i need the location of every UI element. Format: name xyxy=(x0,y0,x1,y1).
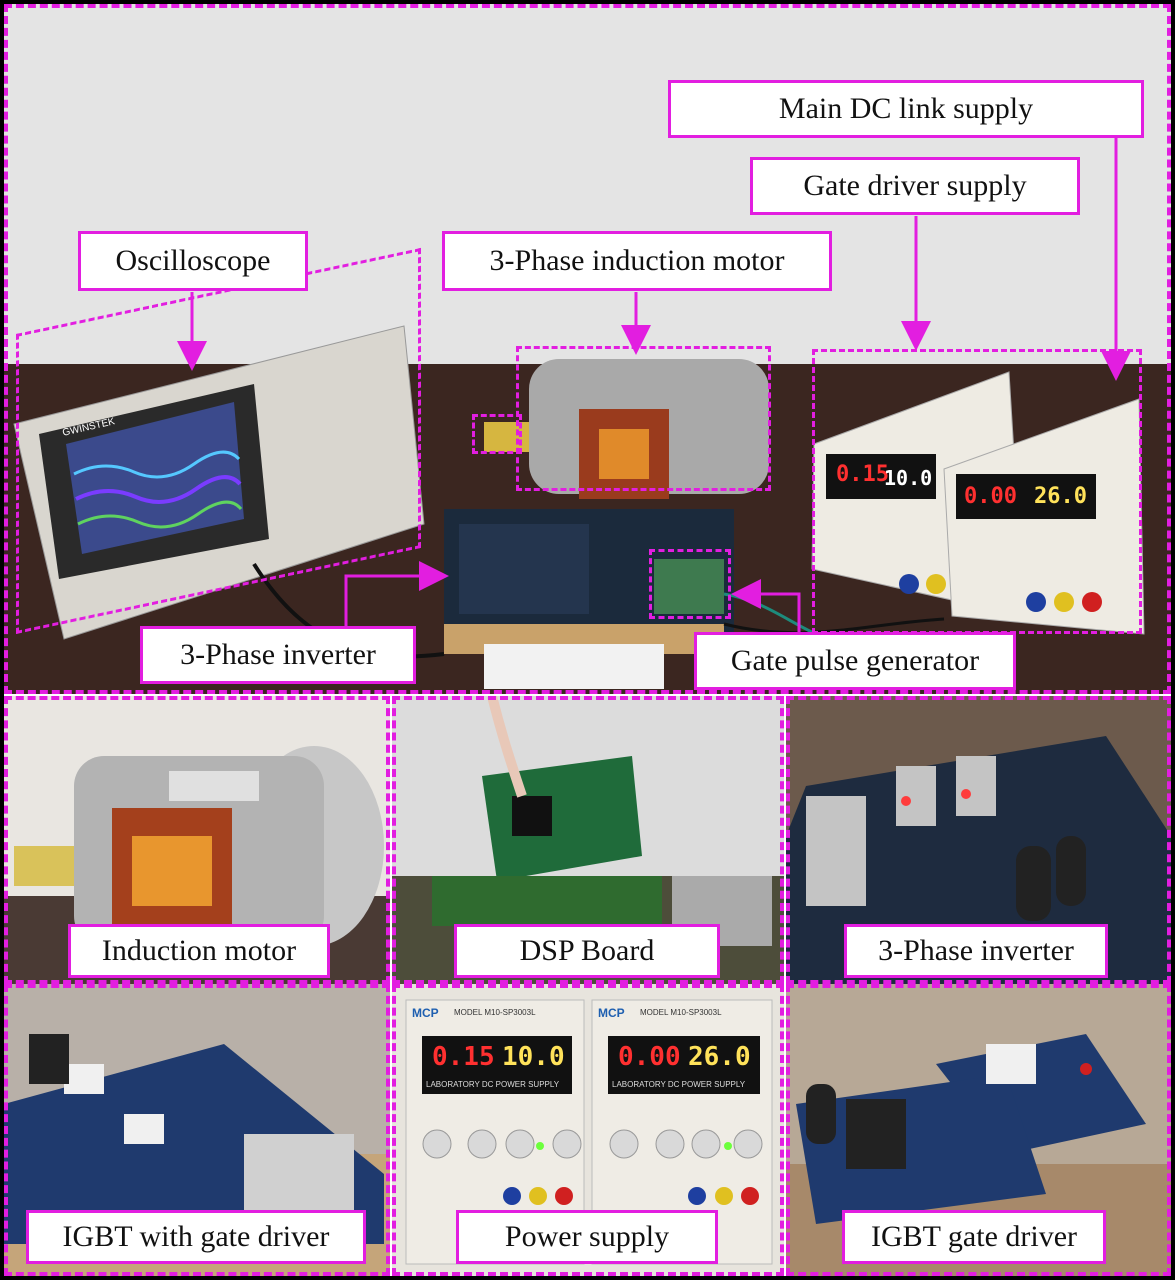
gate-supply-current-readout: 0.15 xyxy=(836,462,889,487)
caption-dsp-board: DSP Board xyxy=(454,924,720,978)
panel-igbt-with-gate-driver: IGBT with gate driver xyxy=(4,984,390,1276)
caption-induction-motor: Induction motor xyxy=(68,924,330,978)
ps-left-voltage: 10.0 xyxy=(502,1042,565,1072)
caption-igbt-gate-driver: IGBT gate driver xyxy=(842,1210,1106,1264)
gate-pulse-highlight xyxy=(649,549,731,619)
panel-dsp-board: DSP Board xyxy=(392,696,784,984)
ps-right-model: MODEL M10-SP3003L xyxy=(640,1008,722,1017)
ps-right-current: 0.00 xyxy=(618,1042,681,1072)
ps-right-voltage: 26.0 xyxy=(688,1042,751,1072)
label-gate-driver-supply: Gate driver supply xyxy=(750,157,1080,215)
label-3-phase-induction-motor: 3-Phase induction motor xyxy=(442,231,832,291)
gate-supply-voltage-readout: 10.0 xyxy=(884,466,933,490)
motor-shaft-highlight xyxy=(472,414,522,454)
ps-right-brand: MCP xyxy=(598,1006,625,1020)
label-arrows xyxy=(177,138,1131,646)
panel-induction-motor: Induction motor xyxy=(4,696,390,984)
caption-igbt-with-gate-driver: IGBT with gate driver xyxy=(26,1210,366,1264)
ps-left-model: MODEL M10-SP3003L xyxy=(454,1008,536,1017)
label-main-dc-link-supply: Main DC link supply xyxy=(668,80,1144,138)
label-gate-pulse-generator: Gate pulse generator xyxy=(694,632,1016,690)
dc-link-current-readout: 0.00 xyxy=(964,484,1017,509)
label-3-phase-inverter: 3-Phase inverter xyxy=(140,626,416,684)
caption-3-phase-inverter: 3-Phase inverter xyxy=(844,924,1108,978)
main-setup-panel: 0.15 10.0 0.00 26.0 GWINSTEK Oscilloscop… xyxy=(4,4,1171,694)
panel-power-supply: MCP MODEL M10-SP3003L MCP MODEL M10-SP30… xyxy=(392,984,784,1276)
panel-3-phase-inverter: 3-Phase inverter xyxy=(786,696,1171,984)
caption-power-supply: Power supply xyxy=(456,1210,718,1264)
ps-right-panel-label: LABORATORY DC POWER SUPPLY xyxy=(612,1080,746,1089)
ps-left-brand: MCP xyxy=(412,1006,439,1020)
panel-igbt-gate-driver: IGBT gate driver xyxy=(786,984,1171,1276)
dc-link-voltage-readout: 26.0 xyxy=(1034,484,1087,509)
ps-left-current: 0.15 xyxy=(432,1042,495,1072)
ps-left-panel-label: LABORATORY DC POWER SUPPLY xyxy=(426,1080,560,1089)
label-oscilloscope: Oscilloscope xyxy=(78,231,308,291)
